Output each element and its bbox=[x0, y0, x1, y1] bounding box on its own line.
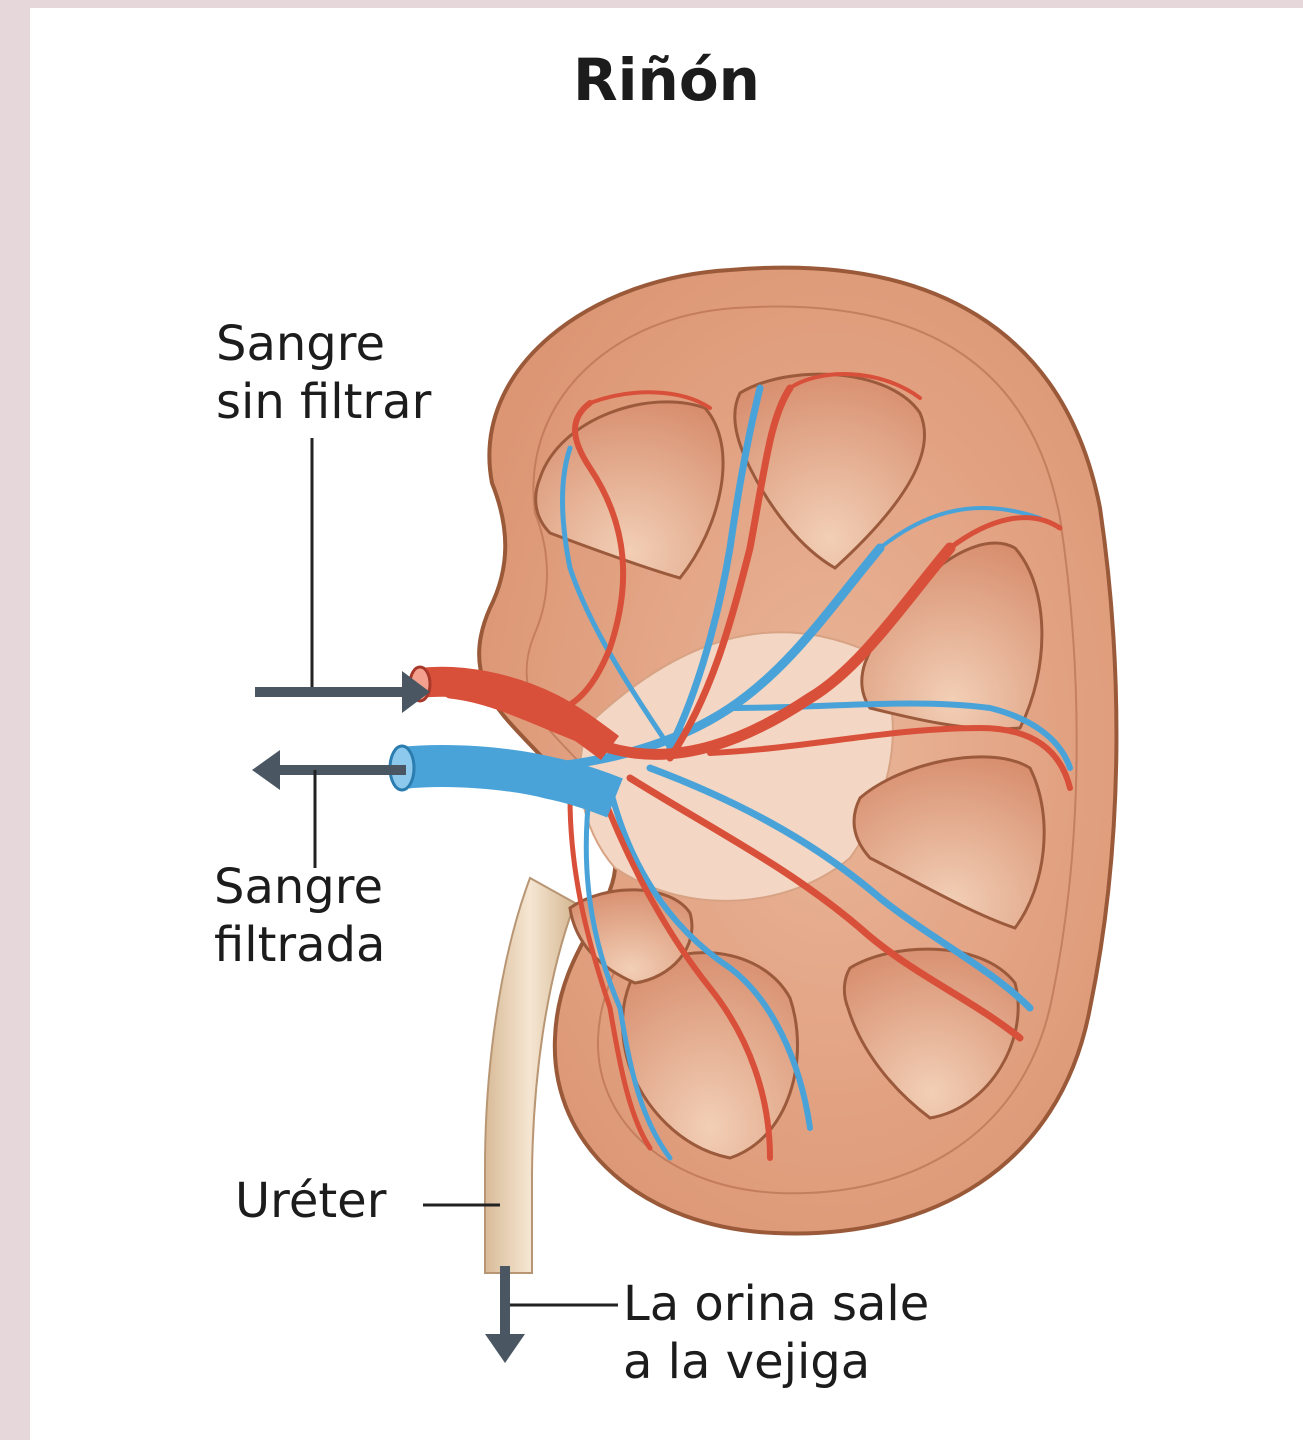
label-filtered-line1: Sangre bbox=[214, 858, 385, 916]
label-urine-line2: a la vejiga bbox=[623, 1333, 929, 1391]
label-unfiltered-line1: Sangre bbox=[216, 315, 431, 373]
arrow-urine-out bbox=[485, 1266, 525, 1363]
kidney-illustration bbox=[30, 8, 1303, 1440]
label-ureter: Uréter bbox=[235, 1172, 386, 1230]
arrow-blood-in bbox=[255, 671, 430, 713]
label-filtered-blood: Sangre filtrada bbox=[214, 858, 385, 974]
label-filtered-line2: filtrada bbox=[214, 916, 385, 974]
diagram-panel: Riñón bbox=[30, 8, 1303, 1440]
label-unfiltered-blood: Sangre sin filtrar bbox=[216, 315, 431, 431]
label-urine: La orina sale a la vejiga bbox=[623, 1275, 929, 1391]
label-unfiltered-line2: sin filtrar bbox=[216, 373, 431, 431]
arrow-blood-out bbox=[252, 750, 406, 790]
label-urine-line1: La orina sale bbox=[623, 1275, 929, 1333]
renal-vein bbox=[402, 766, 615, 798]
